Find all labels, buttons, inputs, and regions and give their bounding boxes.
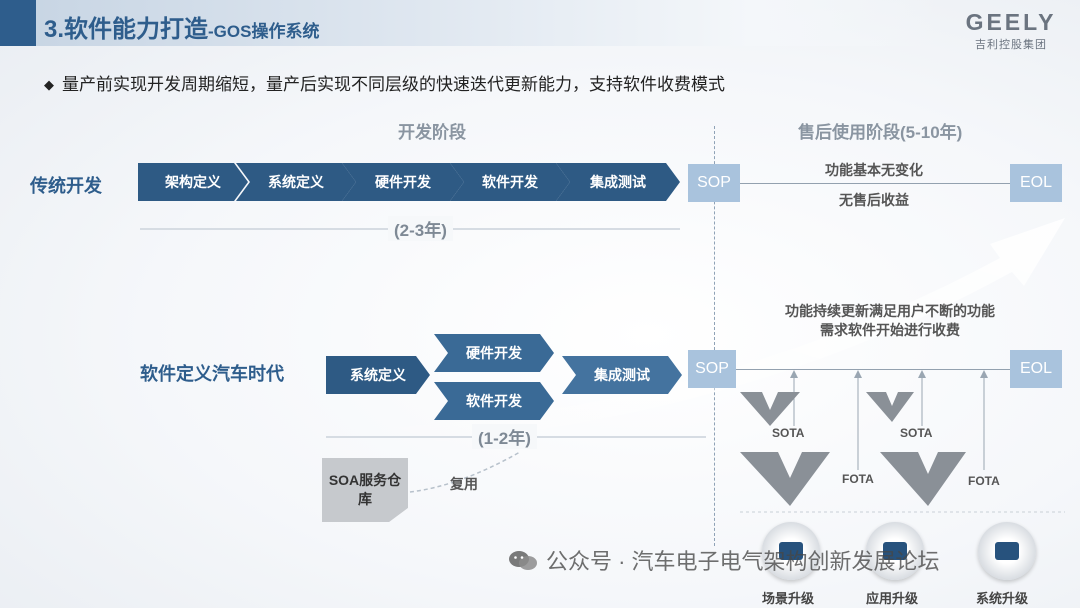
traditional-lifecycle-line [740,183,1010,184]
wechat-icon [509,551,537,570]
system-upgrade-orb [978,522,1036,580]
sota-label-2: SOTA [900,426,933,440]
traditional-eol-box: EOL [1010,164,1062,202]
fota-label-2: FOTA [968,474,1000,488]
sdv-step-system-definition: 系统定义 [326,356,430,394]
sdv-step-software-development: 软件开发 [434,382,554,420]
step-system-definition: 系统定义 [236,163,356,201]
app-upgrade-screen-icon [883,542,907,560]
title-bar [0,0,940,46]
phase-divider [714,126,716,546]
step-architecture-definition: 架构定义 [138,163,248,201]
app-upgrade-orb [866,522,924,580]
geely-logo: GEELY 吉利控股集团 [952,10,1070,52]
continuous-update-note: 功能持续更新满足用户不断的功能需求软件开始进行收费 [785,303,995,338]
title-accent [0,0,36,46]
sdv-step-hardware-development: 硬件开发 [434,334,554,372]
scene-upgrade-label: 场景升级 [762,591,815,606]
step-integration-testing: 集成测试 [556,163,680,201]
sdv-era-label: 软件定义汽车时代 [140,364,284,384]
phase-dev-label: 开发阶段 [398,123,466,142]
step-hardware-development: 硬件开发 [342,163,464,201]
sdv-sop-box: SOP [688,350,736,388]
logo-chinese: 吉利控股集团 [975,39,1047,51]
page-title: 3.软件能力打造-GOS操作系统 [44,9,319,44]
wechat-watermark: 公众号 · 汽车电子电气架构创新发展论坛 [508,544,940,576]
no-after-sales-revenue-note: 无售后收益 [839,192,909,208]
scene-upgrade-orb [762,522,820,580]
traditional-duration: (2-3年) [388,216,453,241]
sota-label-1: SOTA [772,426,805,440]
title-sub-text: -GOS操作系统 [208,22,320,41]
title-main-text: 3.软件能力打造 [44,16,209,43]
traditional-dev-label: 传统开发 [30,176,102,196]
diamond-bullet-icon: ◆ [44,77,54,92]
app-upgrade-label: 应用升级 [866,591,919,606]
scene-upgrade-screen-icon [779,542,803,560]
sdv-lifecycle-line [736,369,1010,370]
logo-wordmark: GEELY [965,9,1057,35]
system-upgrade-label: 系统升级 [976,591,1029,606]
watermark-text: 公众号 · 汽车电子电气架构创新发展论坛 [546,549,940,574]
phase-after-sales-label: 售后使用阶段(5-10年) [798,123,963,142]
sdv-duration: (1-2年) [472,424,537,449]
traditional-sop-box: SOP [688,164,740,202]
no-change-note: 功能基本无变化 [825,162,923,178]
sdv-eol-box: EOL [1010,350,1062,388]
bullet-text: 量产前实现开发周期缩短，量产后实现不同层级的快速迭代更新能力，支持软件收费模式 [62,75,725,94]
step-software-development: 软件开发 [450,163,570,201]
reuse-label: 复用 [450,476,478,492]
sdv-step-integration-testing: 集成测试 [562,356,682,394]
system-upgrade-screen-icon [995,542,1019,560]
fota-label-1: FOTA [842,472,874,486]
soa-service-repository-card: SOA服务仓库 [322,458,408,522]
bullet-point: ◆ 量产前实现开发周期缩短，量产后实现不同层级的快速迭代更新能力，支持软件收费模式 [44,70,725,95]
